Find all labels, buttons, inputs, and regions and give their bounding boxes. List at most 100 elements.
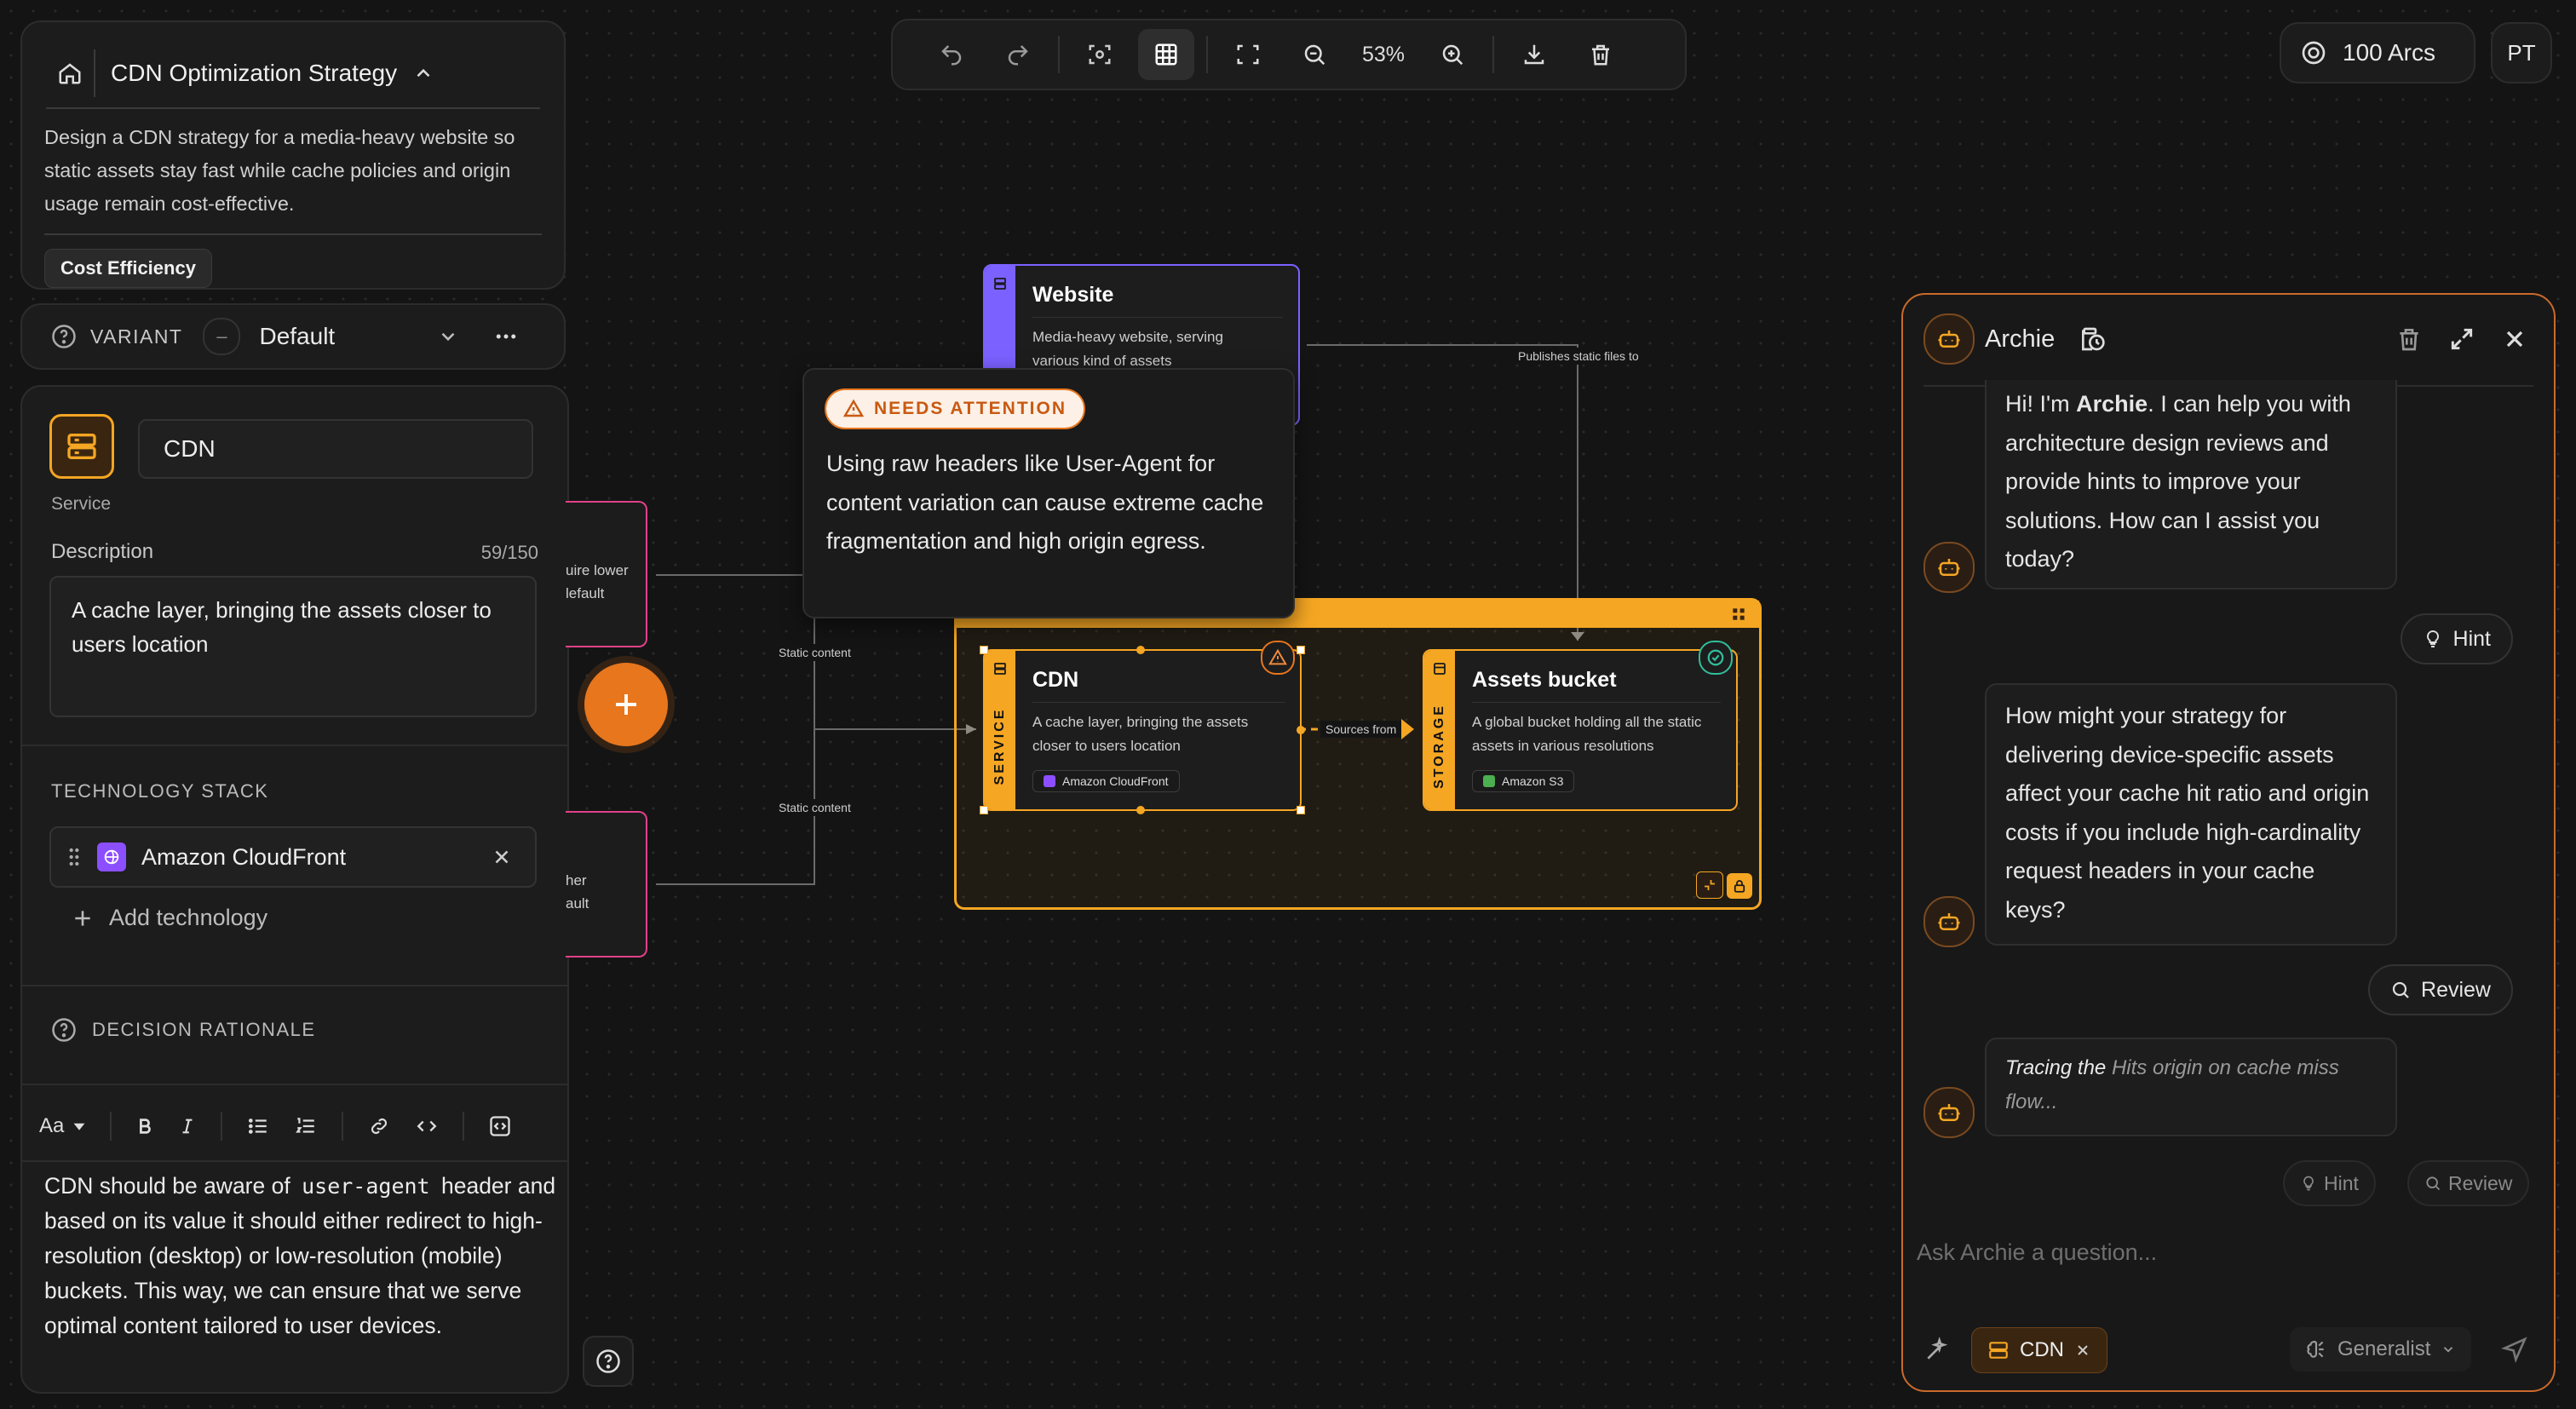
connection-handle[interactable] — [1297, 726, 1305, 734]
credits-badge[interactable]: 100 Arcs — [2280, 22, 2475, 83]
add-technology-label: Add technology — [109, 905, 268, 930]
s3-logo-icon — [1483, 775, 1495, 787]
tech-item[interactable]: Amazon CloudFront — [49, 826, 537, 888]
focus-button[interactable] — [1072, 29, 1128, 80]
context-chip[interactable]: CDN — [1971, 1327, 2107, 1373]
home-button[interactable] — [46, 49, 95, 97]
resize-handle[interactable] — [1297, 646, 1305, 654]
credits-value: 100 Arcs — [2343, 39, 2435, 66]
add-component-button[interactable] — [584, 663, 668, 746]
lightbulb-icon — [2426, 630, 2439, 647]
server-icon — [994, 278, 1006, 290]
divider — [221, 1112, 223, 1141]
help-button[interactable] — [583, 1336, 634, 1387]
search-icon — [2426, 1176, 2441, 1191]
remove-chip-icon[interactable] — [2074, 1342, 2091, 1359]
edge-arrow — [966, 724, 976, 734]
redo-button[interactable] — [990, 29, 1046, 80]
code-icon[interactable] — [415, 1115, 439, 1137]
text-style-dropdown[interactable]: Aa — [39, 1114, 86, 1138]
resize-handle[interactable] — [1297, 806, 1305, 814]
zoom-in-icon — [1442, 44, 1463, 66]
help-circle-icon[interactable] — [51, 1017, 77, 1043]
variant-select[interactable]: Default — [259, 323, 336, 349]
chat-input[interactable]: Ask Archie a question... — [1917, 1227, 2530, 1278]
grid-toggle-button[interactable] — [1138, 29, 1194, 80]
rationale-label: DECISION RATIONALE — [92, 1019, 316, 1040]
bullet-list-icon[interactable] — [246, 1115, 270, 1137]
component-name-input[interactable]: CDN — [138, 419, 533, 479]
tag-cost-efficiency[interactable]: Cost Efficiency — [44, 249, 212, 288]
rationale-editor[interactable]: CDN should be aware of user-agent header… — [44, 1169, 566, 1343]
node-assets-bucket[interactable]: STORAGE Assets bucket A global bucket ho… — [1423, 641, 1738, 811]
greeting-pre: Hi! I'm — [2005, 391, 2077, 417]
link-icon[interactable] — [367, 1115, 391, 1137]
remove-tech-icon[interactable] — [491, 846, 513, 868]
delete-button[interactable] — [1573, 29, 1629, 80]
tracing-post: origin on cache miss flow... — [2005, 1056, 2339, 1113]
attention-popover: NEEDS ATTENTION Using raw headers like U… — [802, 368, 1295, 618]
user-avatar[interactable]: PT — [2491, 22, 2552, 83]
italic-icon[interactable] — [178, 1117, 197, 1136]
trash-icon[interactable] — [2395, 325, 2423, 353]
group-lock-button[interactable] — [1727, 873, 1752, 899]
group-grip-icon[interactable] — [1730, 606, 1747, 623]
node-bucket-desc: A global bucket holding all the static a… — [1472, 714, 1702, 754]
variant-label: VARIANT — [90, 325, 183, 348]
connection-handle[interactable] — [1136, 646, 1145, 654]
hint-label: Hint — [2452, 626, 2491, 651]
review-small-button[interactable]: Review — [2407, 1160, 2530, 1206]
drag-handle-icon[interactable] — [68, 847, 80, 867]
fit-view-button[interactable] — [1220, 29, 1276, 80]
undo-button[interactable] — [923, 29, 980, 80]
rationale-text-pre: CDN should be aware of — [44, 1173, 290, 1199]
node-cdn-warning[interactable] — [1261, 641, 1295, 675]
zoom-in-button[interactable] — [1424, 29, 1481, 80]
close-icon[interactable] — [2501, 325, 2528, 353]
resize-handle[interactable] — [980, 646, 988, 654]
node-cdn[interactable]: SERVICE CDN A cache layer, bringing the … — [980, 641, 1305, 814]
history-icon[interactable] — [2079, 325, 2106, 353]
redo-icon — [1008, 45, 1028, 66]
robot-icon — [1938, 1104, 1960, 1121]
rationale-text-post: header and based on its value it should … — [44, 1173, 556, 1338]
rationale-inline-code: user-agent — [302, 1174, 430, 1199]
divider — [1472, 702, 1721, 703]
node-cdn-side: SERVICE — [985, 651, 1015, 809]
message-greeting: Hi! I'm Archie. I can help you with arch… — [1985, 380, 2397, 589]
warning-icon — [843, 399, 864, 417]
add-technology-button[interactable]: Add technology — [72, 905, 267, 931]
magic-wand-icon[interactable] — [1923, 1336, 1951, 1363]
project-card: CDN Optimization Strategy Design a CDN s… — [20, 20, 566, 290]
review-button[interactable]: Review — [2368, 964, 2513, 1015]
group-collapse-button[interactable] — [1696, 871, 1723, 899]
description-label: Description — [51, 540, 154, 563]
partial-node-2[interactable]: her ault — [566, 811, 647, 958]
chat-title: Archie — [1985, 325, 2056, 353]
zoom-out-button[interactable] — [1286, 29, 1343, 80]
hint-small-button[interactable]: Hint — [2283, 1160, 2376, 1206]
component-editor: Service CDN Description 59/150 A cache l… — [20, 385, 569, 1394]
attention-badge: NEEDS ATTENTION — [825, 388, 1086, 429]
mode-select[interactable]: Generalist — [2290, 1327, 2472, 1372]
code-block-icon[interactable] — [488, 1114, 512, 1138]
numbered-list-icon[interactable] — [294, 1115, 318, 1137]
collapse-button[interactable] — [412, 62, 434, 84]
more-icon[interactable] — [493, 324, 519, 349]
resize-handle[interactable] — [980, 806, 988, 814]
partial-node-1[interactable]: uire lower lefault — [566, 501, 647, 647]
description-textarea[interactable]: A cache layer, bringing the assets close… — [49, 576, 537, 717]
connection-handle[interactable] — [1136, 806, 1145, 814]
node-bucket-ok[interactable] — [1699, 641, 1733, 675]
divider — [110, 1112, 112, 1141]
download-button[interactable] — [1506, 29, 1562, 80]
component-type-icon[interactable] — [49, 414, 114, 479]
bold-icon[interactable] — [135, 1117, 154, 1136]
partial-node-1-line1: uire lower — [566, 562, 629, 578]
send-icon[interactable] — [2501, 1336, 2528, 1363]
expand-icon[interactable] — [2448, 325, 2475, 353]
help-circle-icon[interactable] — [51, 324, 77, 349]
chevron-down-icon[interactable] — [437, 325, 459, 348]
hint-button[interactable]: Hint — [2400, 613, 2513, 664]
divider — [342, 1112, 344, 1141]
